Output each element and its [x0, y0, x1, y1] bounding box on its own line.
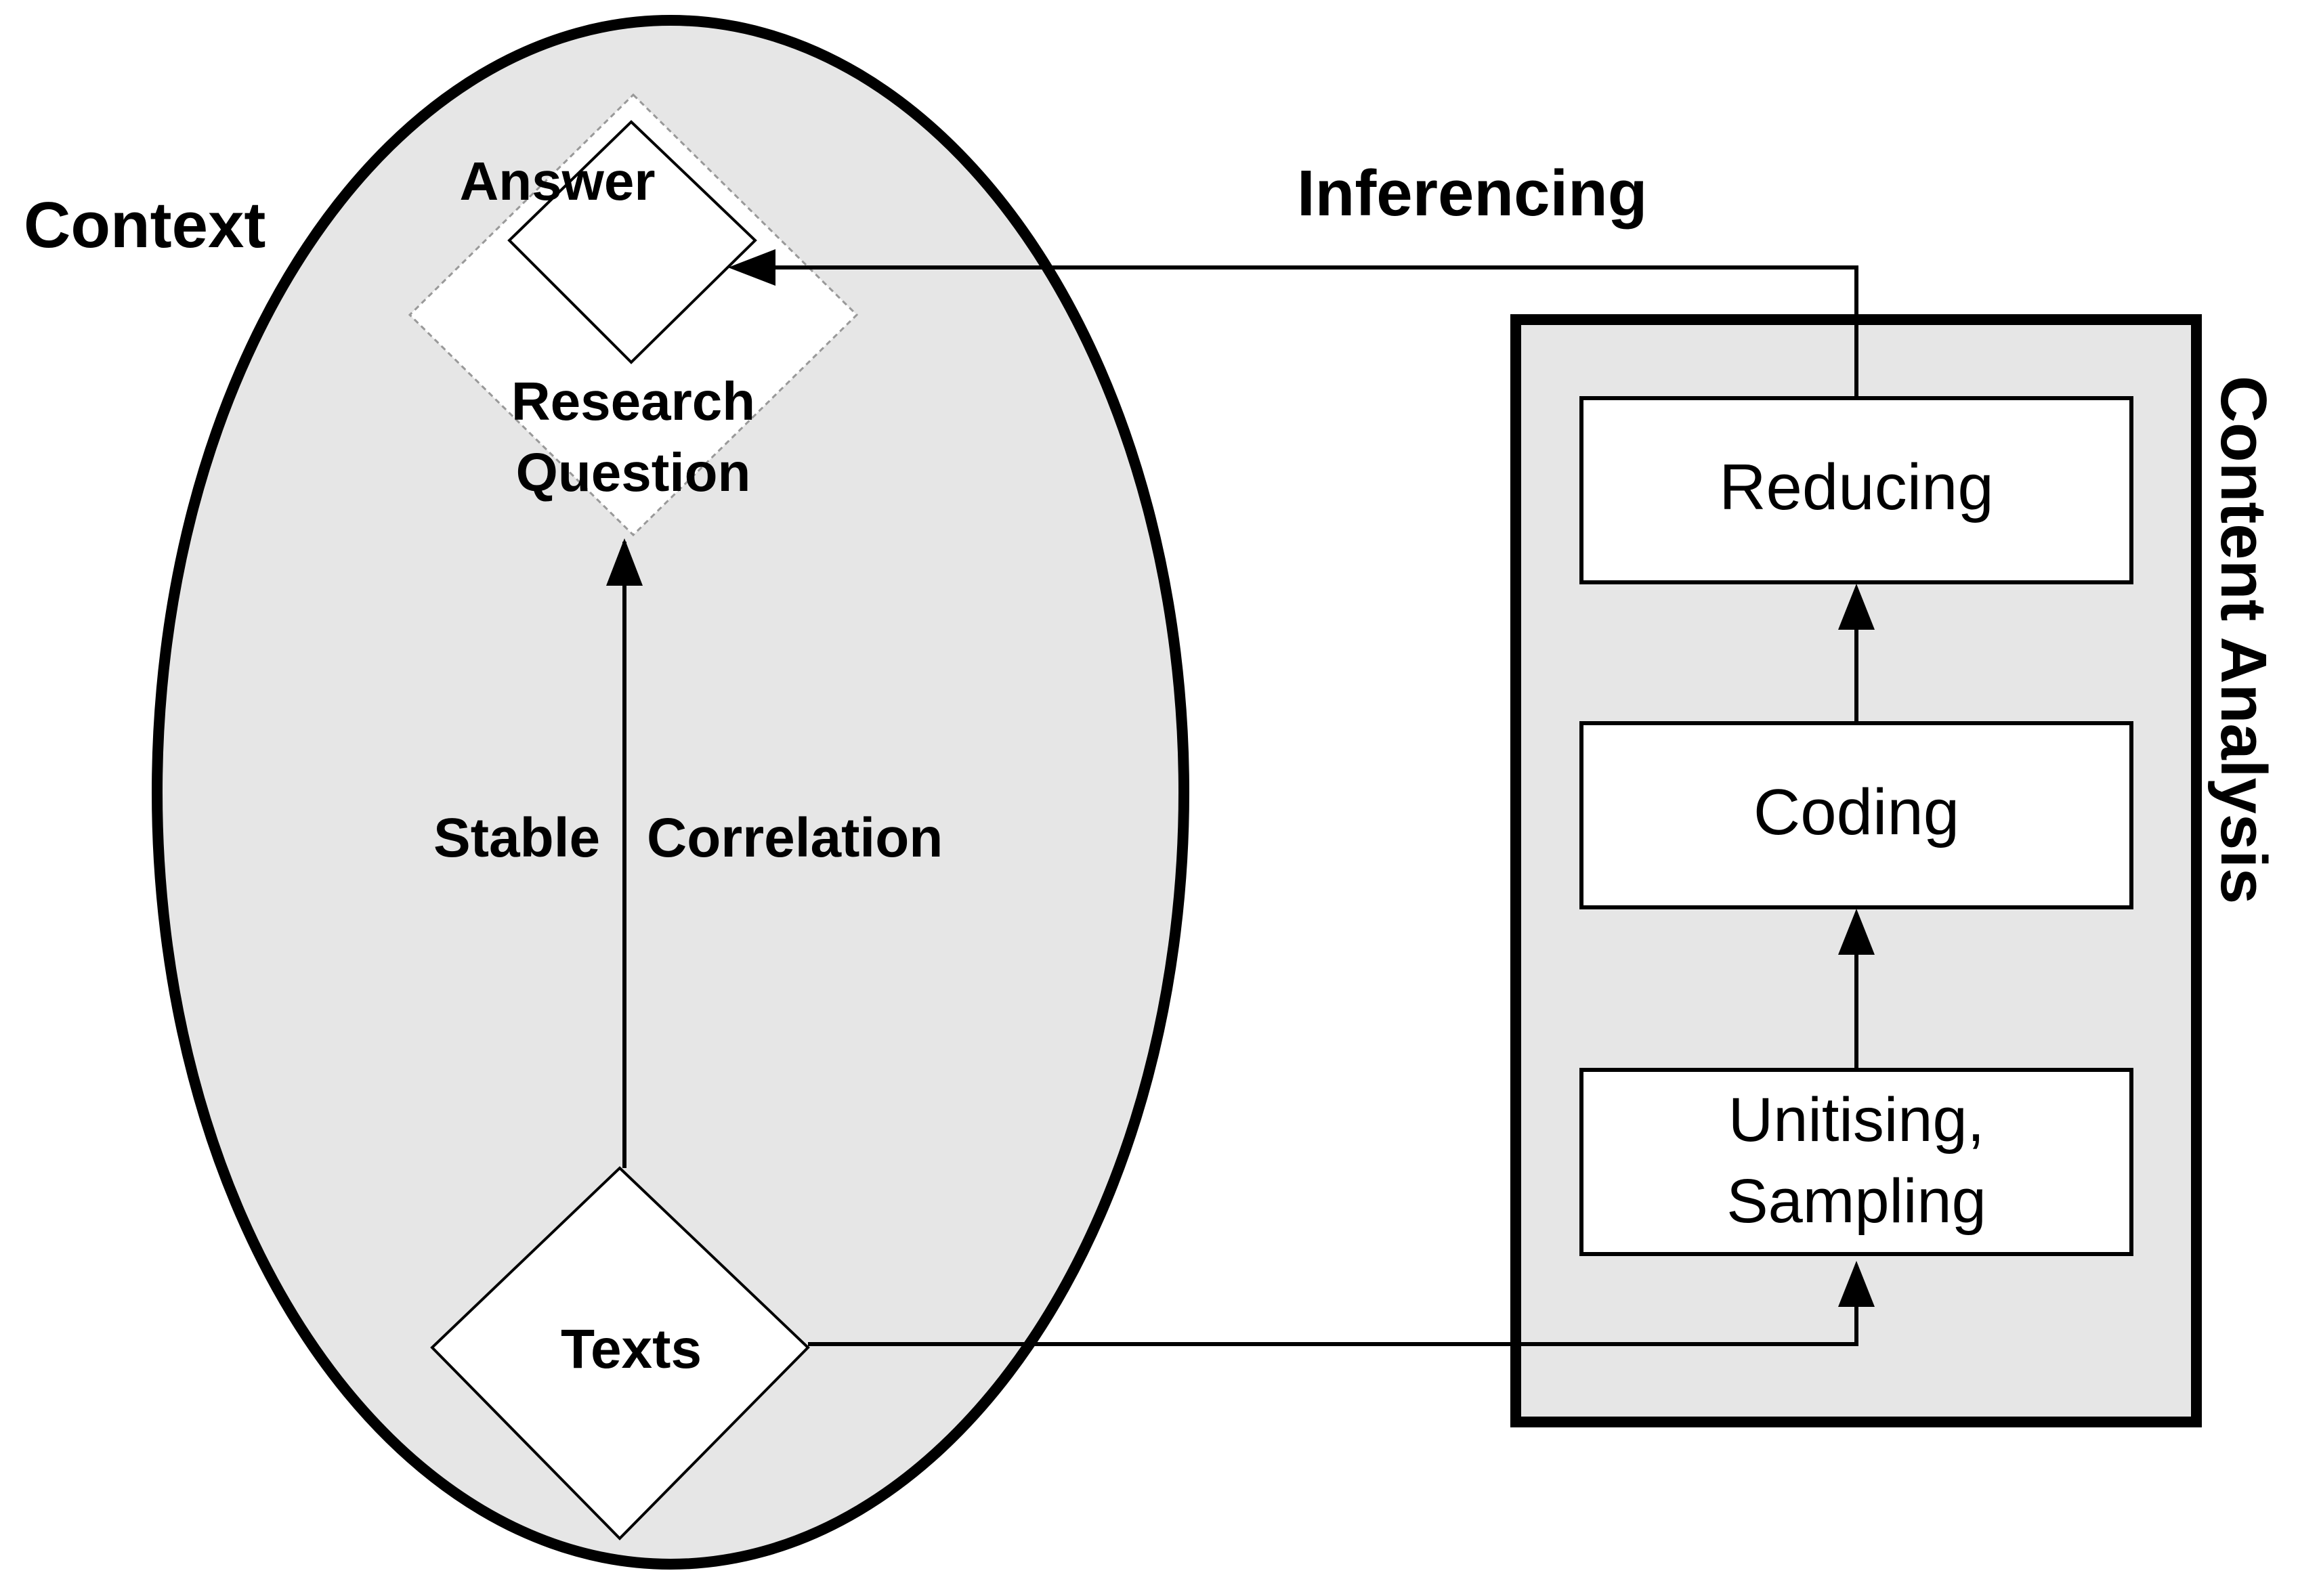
texts-diamond: [430, 1166, 810, 1540]
context-label: Context: [24, 189, 265, 261]
stable-correlation-arrowhead: [606, 538, 643, 586]
step-box-reducing: [1579, 396, 2133, 584]
correlation-label: Correlation: [647, 807, 943, 869]
research-question-line1: Research: [511, 371, 755, 431]
inferencing-arrowhead: [728, 249, 775, 286]
step-box-unitising-sampling: [1579, 1068, 2133, 1256]
arrowhead-texts-to-unitising: [1838, 1261, 1875, 1307]
step-box-coding: [1579, 721, 2133, 909]
content-analysis-label: Content Analysis: [2207, 376, 2280, 905]
inferencing-arrow: [752, 265, 1858, 398]
step-label-coding: Coding: [1753, 776, 1959, 848]
arrowhead-unitising-to-coding: [1838, 909, 1875, 955]
stable-label: Stable: [433, 807, 600, 869]
texts-label: Texts: [561, 1318, 702, 1380]
arrowhead-coding-to-reducing: [1838, 584, 1875, 630]
context-ellipse: [152, 15, 1189, 1570]
research-question-line2: Question: [516, 442, 751, 502]
step-label-unitising: Unitising,: [1728, 1085, 1984, 1155]
answer-diamond: [507, 120, 757, 364]
inferencing-label: Inferencing: [1297, 157, 1647, 230]
step-label-reducing: Reducing: [1719, 451, 1994, 523]
step-label-sampling: Sampling: [1726, 1167, 1986, 1236]
answer-label: Answer: [460, 151, 656, 211]
